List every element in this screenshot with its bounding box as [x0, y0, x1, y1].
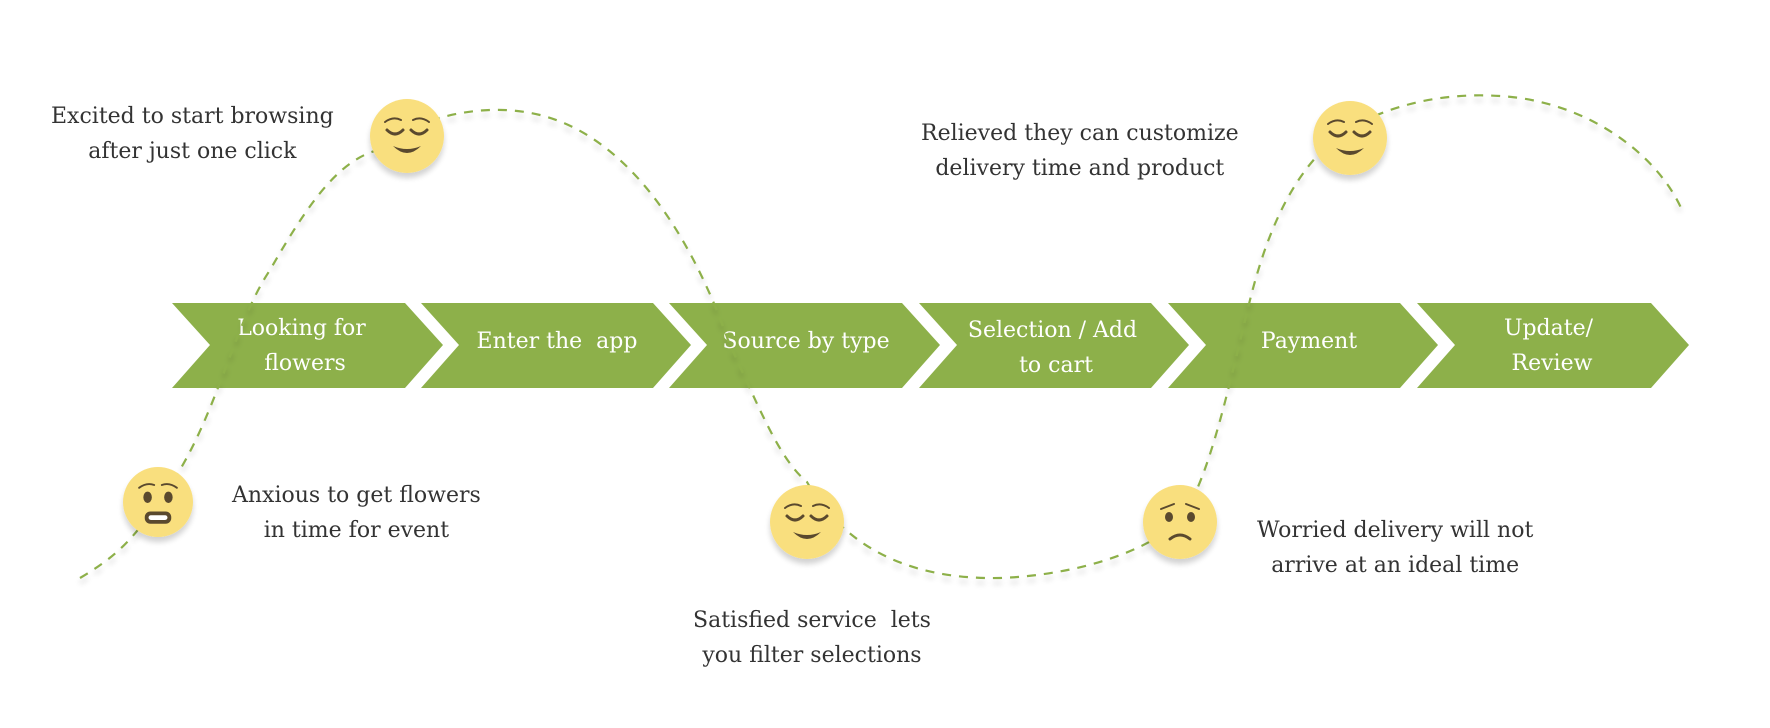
face-icon-content — [1313, 101, 1387, 175]
step-arrow-2 — [421, 303, 691, 388]
step-arrow-6 — [1417, 303, 1689, 388]
emotion-text-line: after just one click — [88, 139, 297, 164]
step-arrow-3 — [669, 303, 940, 388]
emotion-text-excited: Excited to start browsing after just one… — [51, 99, 334, 169]
emotion-text-line: in time for event — [263, 518, 450, 543]
emotion-faces — [123, 99, 1387, 559]
step-label-1: Looking for flowers — [237, 316, 373, 376]
emotion-text-line: Excited to start browsing — [51, 104, 334, 129]
step-arrow-5 — [1168, 303, 1438, 388]
step-labels: Looking for flowers Enter the app Source… — [237, 316, 1600, 378]
step-label-3: Source by type — [722, 329, 889, 354]
emotion-text-relieved: Relieved they can customize delivery tim… — [921, 116, 1239, 186]
step-arrow-1 — [172, 303, 443, 388]
step-label-5: Payment — [1261, 329, 1357, 354]
face-icon-content — [370, 99, 444, 173]
emotion-text-worried: Worried delivery will not arrive at an i… — [1257, 513, 1533, 583]
emotion-text-line: Relieved they can customize — [921, 121, 1239, 146]
step-arrow-4 — [919, 303, 1189, 388]
step-label-2: Enter the app — [477, 329, 638, 354]
emotion-text-line: Anxious to get flowers — [232, 483, 481, 508]
emotion-text-line: delivery time and product — [935, 156, 1225, 181]
emotion-text-anxious: Anxious to get flowers in time for event — [232, 478, 481, 548]
face-icon-worried — [1143, 485, 1217, 559]
emotion-text-satisfied: Satisfied service lets you filter select… — [693, 603, 931, 673]
face-icon-anxious — [123, 467, 193, 537]
step-label-6: Update/ Review — [1504, 316, 1600, 376]
step-label-4: Selection / Add to cart — [968, 318, 1144, 378]
emotion-text-line: you filter selections — [702, 643, 922, 668]
emotion-text-line: arrive at an ideal time — [1271, 553, 1520, 578]
emotion-text-line: Satisfied service lets — [693, 608, 931, 633]
process-arrows — [172, 303, 1689, 388]
face-icon-content — [770, 485, 844, 559]
emotion-text-line: Worried delivery will not — [1257, 518, 1534, 543]
